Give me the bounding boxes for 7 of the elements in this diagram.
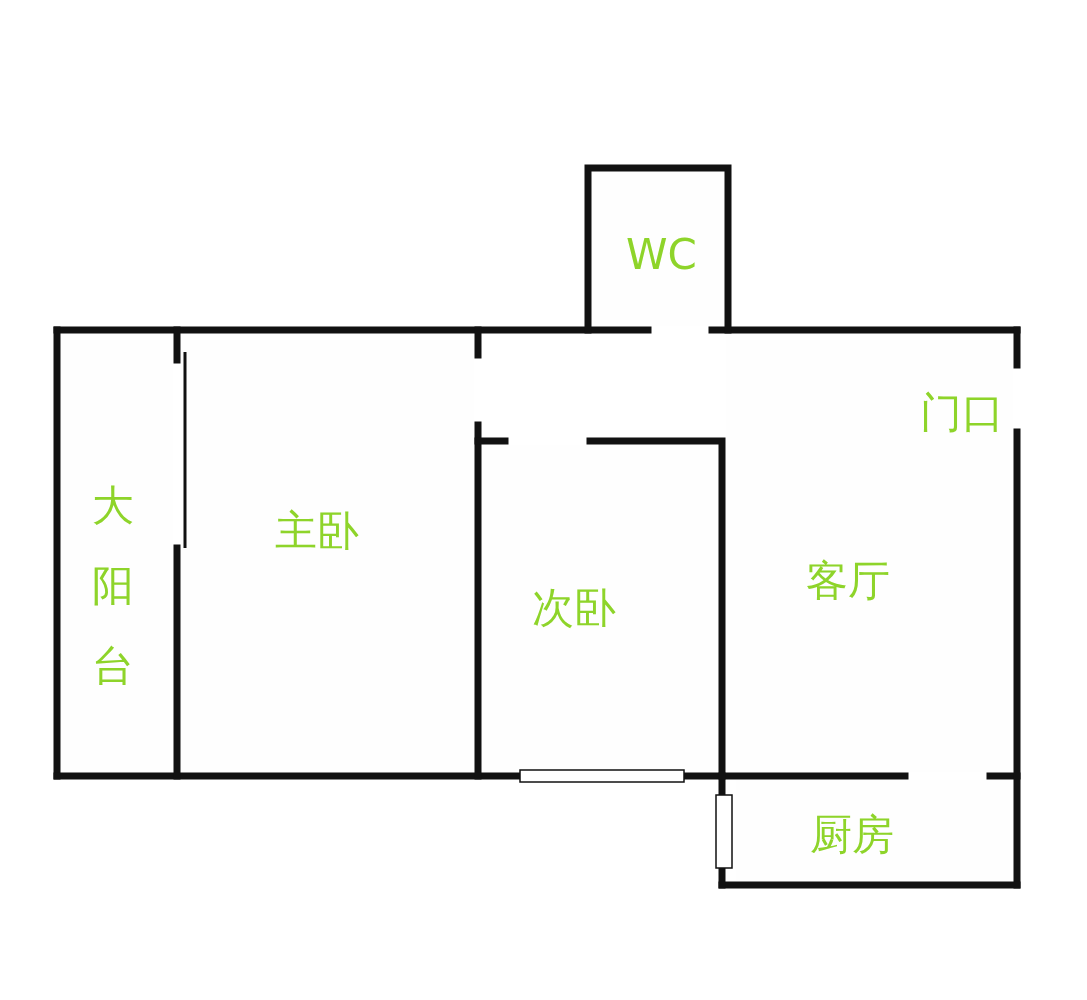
room-name: 主卧 <box>275 510 359 552</box>
room-name: 厨房 <box>810 814 894 856</box>
room-name: 次卧 <box>532 587 616 629</box>
entrance-label: 门口 <box>920 392 1004 434</box>
room-name: 客厅 <box>806 560 890 602</box>
room-name: 大阳台 <box>91 480 135 692</box>
room-name: WC <box>626 234 697 276</box>
